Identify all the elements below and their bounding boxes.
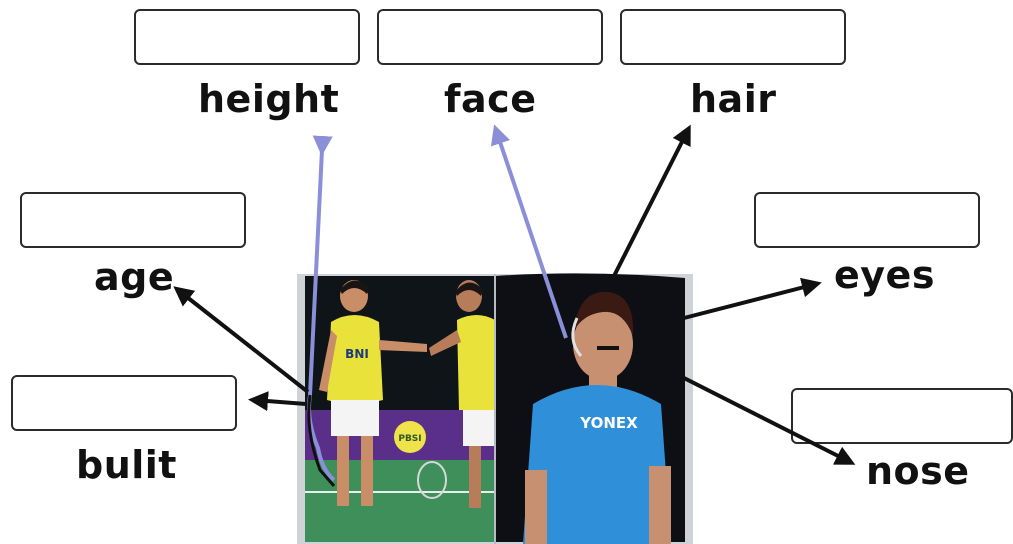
jersey-text: BNI [345,347,369,361]
answer-box-age[interactable] [20,192,246,248]
label-height: height [198,77,340,121]
label-eyes: eyes [834,253,935,297]
answer-box-hair[interactable] [620,9,846,65]
answer-box-face[interactable] [377,9,603,65]
label-age: age [94,255,175,299]
court-floor [305,460,495,542]
arrow-hair [612,124,691,277]
player-right [417,280,495,508]
left-photo: PBSI BNI [305,276,495,542]
label-bulit: bulit [76,443,177,487]
label-hair: hair [690,77,777,121]
pbsi-logo [394,421,426,453]
answer-box-height[interactable] [134,9,360,65]
answer-box-eyes[interactable] [754,192,980,248]
answer-box-bulit[interactable] [11,375,237,431]
answer-box-nose[interactable] [791,388,1013,444]
shirt-text: YONEX [579,414,638,432]
racket [417,461,447,499]
arrow-eyes [683,277,822,320]
label-face: face [444,77,537,121]
right-photo: YONEX [495,273,685,544]
banner-text: PBSI [398,434,421,444]
label-nose: nose [866,449,970,493]
athlete-photo-book: PBSI BNI [297,273,693,544]
